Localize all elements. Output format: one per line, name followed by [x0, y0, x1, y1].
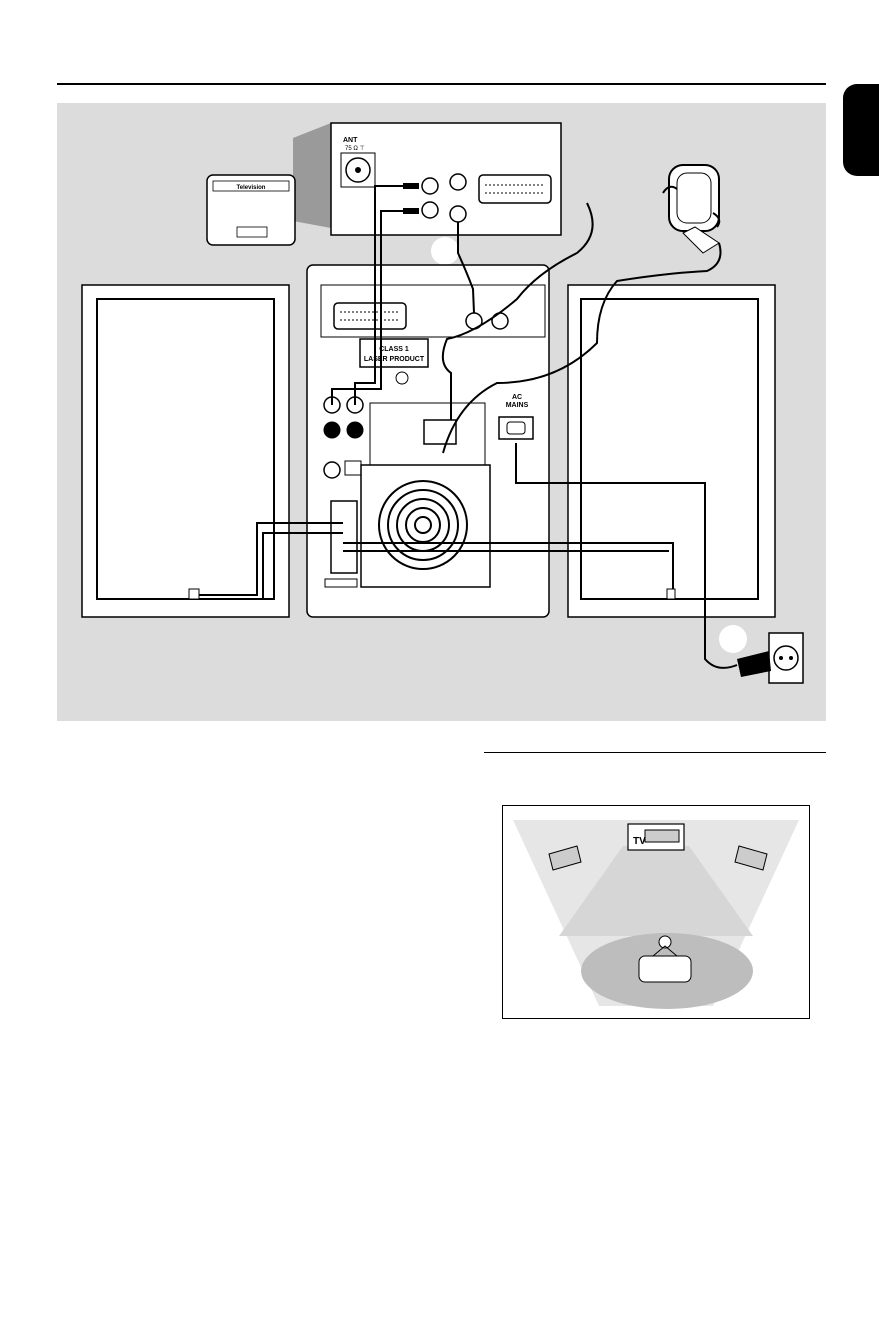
scart-socket-icon [479, 175, 551, 203]
step-circle-a [431, 237, 459, 265]
svg-text:CLASS 1: CLASS 1 [379, 346, 409, 353]
tv-cinch-top-icon [422, 178, 438, 194]
antenna-impedance-label: 75 Ω ⊤ [345, 145, 365, 152]
connection-diagram-svg: Television ANT 75 Ω ⊤ [57, 103, 826, 721]
step-circle-b [719, 625, 747, 653]
room-tv: TV [628, 824, 684, 850]
tv-svideo-icon [450, 174, 466, 190]
television-icon: Television [207, 175, 295, 245]
language-tab [843, 84, 879, 176]
laser-product-label: CLASS 1 LASER PRODUCT [360, 339, 428, 367]
connection-diagram: Television ANT 75 Ω ⊤ [57, 103, 826, 721]
section-rule [484, 752, 826, 753]
svg-text:MAINS: MAINS [506, 402, 529, 409]
callout-wedge [293, 123, 331, 228]
tv-rear-panel: ANT 75 Ω ⊤ [331, 123, 561, 235]
tv-room-label: TV [633, 836, 646, 847]
antenna-label: ANT [343, 137, 358, 144]
speaker-placement-svg: TV [503, 806, 809, 1018]
wall-outlet-icon [769, 633, 803, 683]
tv-video-icon [450, 206, 466, 222]
loop-antenna-icon [663, 165, 719, 253]
header-rule [57, 83, 826, 85]
fan-grille-icon [361, 465, 490, 587]
svg-text:LASER PRODUCT: LASER PRODUCT [364, 356, 425, 363]
main-unit-rear: CLASS 1 LASER PRODUCT AC MAINS [307, 265, 549, 617]
mains-plug-icon [737, 651, 771, 677]
right-speaker [568, 285, 775, 617]
tv-brand-label: Television [237, 185, 266, 191]
tv-cinch-bottom-icon [422, 202, 438, 218]
svg-text:AC: AC [512, 394, 522, 401]
speaker-placement-diagram: TV [502, 805, 810, 1019]
antenna-socket-icon [341, 153, 375, 187]
